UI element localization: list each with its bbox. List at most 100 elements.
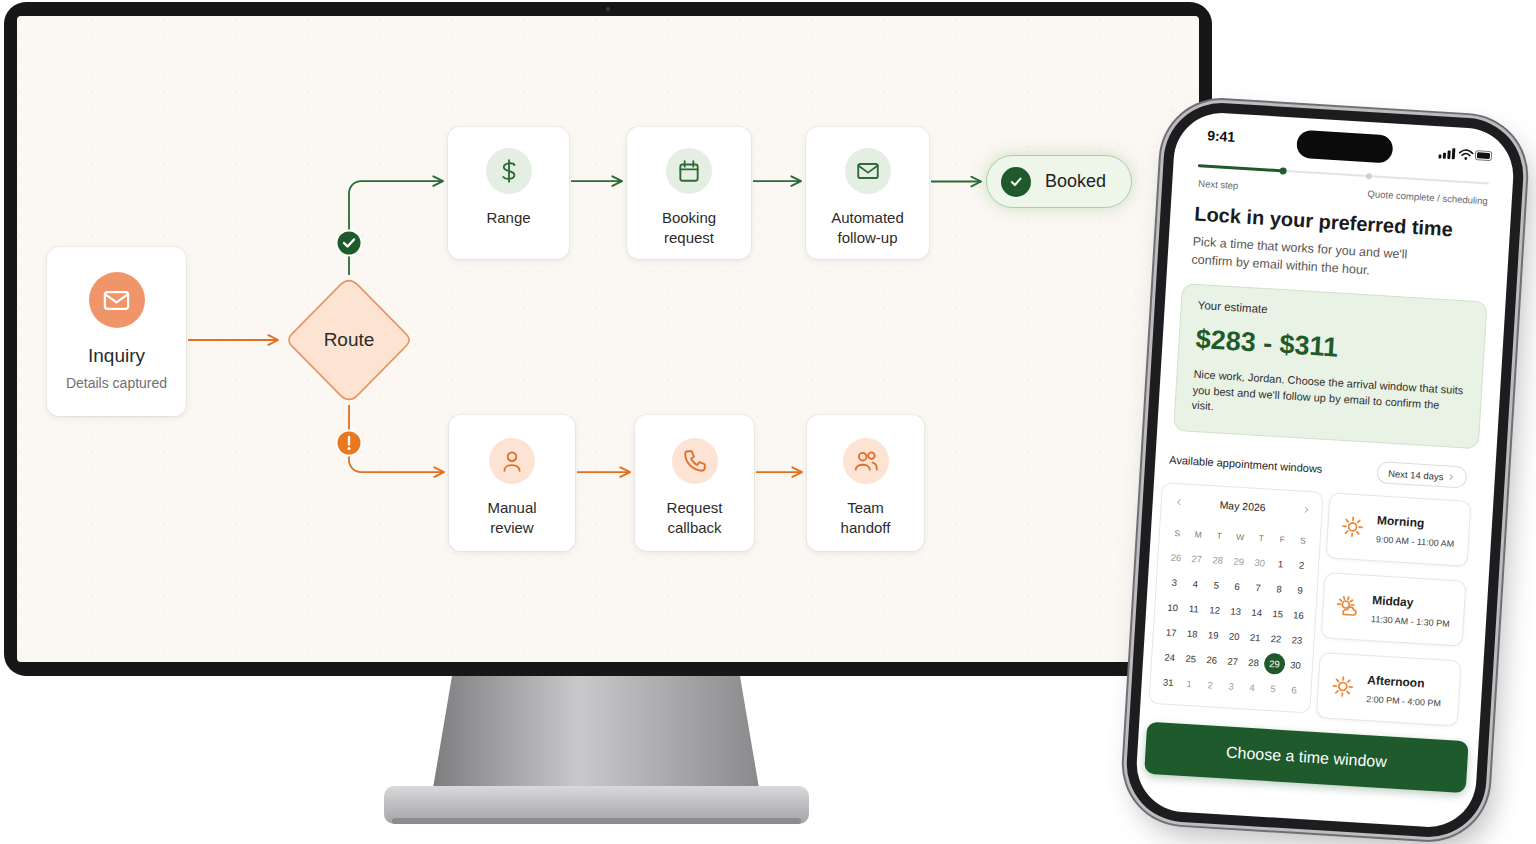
- node-text: 12: [1204, 599, 1226, 621]
- monitor-camera: [606, 7, 610, 11]
- node-text: 16: [1287, 604, 1309, 626]
- start-card: InquiryDetails captured: [47, 247, 186, 416]
- node-text: 31: [1157, 671, 1179, 693]
- node-text: Morning: [1377, 513, 1456, 532]
- node-text: T: [1208, 524, 1230, 546]
- node-text: 9:00 AM - 11:00 AM: [1376, 534, 1455, 549]
- node-text: Booked: [1045, 171, 1106, 192]
- icon-rect: [105, 292, 128, 309]
- decision-diamond: Route: [283, 275, 415, 405]
- icon-circle: [486, 148, 532, 194]
- node-text: Afternoon: [1367, 672, 1443, 691]
- signal-bar: [1443, 153, 1446, 159]
- node-text: Automated follow-up: [826, 208, 910, 247]
- node-text: 25: [1180, 648, 1202, 670]
- node-text: 18: [1181, 623, 1203, 645]
- icon-strokes: [504, 452, 519, 470]
- node-text: Route: [324, 329, 375, 351]
- warning-badge: [337, 431, 362, 456]
- monitor-base-edge: [392, 818, 801, 824]
- node-text: $283 - $311: [1195, 323, 1468, 372]
- badge-mark: [348, 437, 350, 445]
- flow-connector: [349, 181, 443, 275]
- icon-path: [680, 161, 697, 169]
- node-text: 29: [1263, 653, 1285, 675]
- monitor-bezel: [4, 2, 1212, 676]
- badge-circle: [337, 431, 362, 456]
- node-text: 9: [1289, 579, 1311, 601]
- icon-path: [1336, 691, 1338, 693]
- node-text: 3: [1220, 675, 1242, 697]
- calendar-grid: SMTWTFS262728293012345678910111213141516…: [1157, 519, 1314, 703]
- icon-circle: [89, 272, 145, 328]
- progress-fill: [1199, 166, 1283, 171]
- icon-path: [1357, 520, 1359, 522]
- node-text: 2: [1291, 554, 1313, 576]
- icon-strokes: [1177, 500, 1180, 505]
- icon-strokes: [1343, 517, 1363, 537]
- node-text: 7: [1247, 577, 1269, 599]
- icon-path: [1343, 525, 1346, 527]
- icon-path: [855, 465, 869, 470]
- node-text: 24: [1159, 646, 1181, 668]
- flow-connector: [753, 180, 801, 182]
- icon-path: [1343, 607, 1357, 615]
- icon-path: [503, 160, 514, 182]
- badge-dot: [347, 447, 350, 450]
- icon: [101, 285, 132, 316]
- node-text: 5: [1205, 574, 1227, 596]
- icon-circle: [868, 452, 875, 459]
- node-text: 17: [1160, 621, 1182, 643]
- node-text: 28: [1242, 651, 1264, 673]
- slot-texts: Midday11:30 AM - 1:30 PM: [1371, 593, 1452, 629]
- icon: [1173, 497, 1184, 508]
- node-text: T: [1250, 527, 1272, 549]
- node-text: F: [1271, 528, 1293, 550]
- icon: [1330, 674, 1355, 699]
- node-text: 21: [1244, 626, 1266, 648]
- icon-path: [1333, 685, 1336, 687]
- check-circle: [1001, 167, 1031, 197]
- node-text: Range: [486, 208, 530, 228]
- node-text: 26: [1201, 649, 1223, 671]
- node-text: Choose a time window: [1226, 744, 1388, 772]
- icon-path: [858, 166, 878, 173]
- node-text: 6: [1226, 575, 1248, 597]
- icon: [853, 448, 879, 474]
- progress-step: [1366, 173, 1372, 179]
- screen-subtitle: Pick a time that works for you and we'll…: [1191, 234, 1443, 284]
- node-text: 10: [1162, 596, 1184, 618]
- section-label: Available appointment windows: [1169, 453, 1369, 478]
- icon-strokes: [503, 160, 514, 182]
- node-text: 4: [1184, 573, 1206, 595]
- node-text: 2:00 PM - 4:00 PM: [1366, 693, 1442, 708]
- icon-path: [1348, 680, 1350, 682]
- pass-badge: [337, 231, 362, 256]
- step-label: Next step: [1198, 178, 1318, 197]
- node-text: 11: [1183, 598, 1205, 620]
- icon-path: [504, 465, 519, 471]
- dynamic-island: [1296, 130, 1394, 164]
- node-text: Manual review: [470, 498, 554, 537]
- range-chip: Next 14 days: [1376, 461, 1467, 488]
- icon-strokes: [855, 452, 876, 469]
- node-text: 8: [1268, 578, 1290, 600]
- badge-circle: [337, 231, 362, 256]
- icon-path: [1359, 526, 1362, 528]
- icon-path: [1450, 474, 1453, 479]
- icon-circle: [858, 453, 866, 461]
- icon-path: [1338, 603, 1340, 605]
- wifi-dot: [1464, 157, 1467, 160]
- node-text: 1: [1270, 553, 1292, 575]
- signal-bar: [1452, 148, 1456, 159]
- battery-outline: [1475, 151, 1492, 161]
- node-text: 3: [1163, 571, 1185, 593]
- process-box: Range: [448, 127, 569, 259]
- icon: [682, 448, 708, 474]
- time-slot-card: Morning 9:00 AM - 11:00 AM: [1326, 492, 1472, 567]
- node-text: 22: [1265, 628, 1287, 650]
- icon-path: [1346, 520, 1348, 522]
- icon-path: [1340, 599, 1342, 601]
- icon-path: [1357, 532, 1359, 534]
- signal-bar: [1438, 154, 1441, 158]
